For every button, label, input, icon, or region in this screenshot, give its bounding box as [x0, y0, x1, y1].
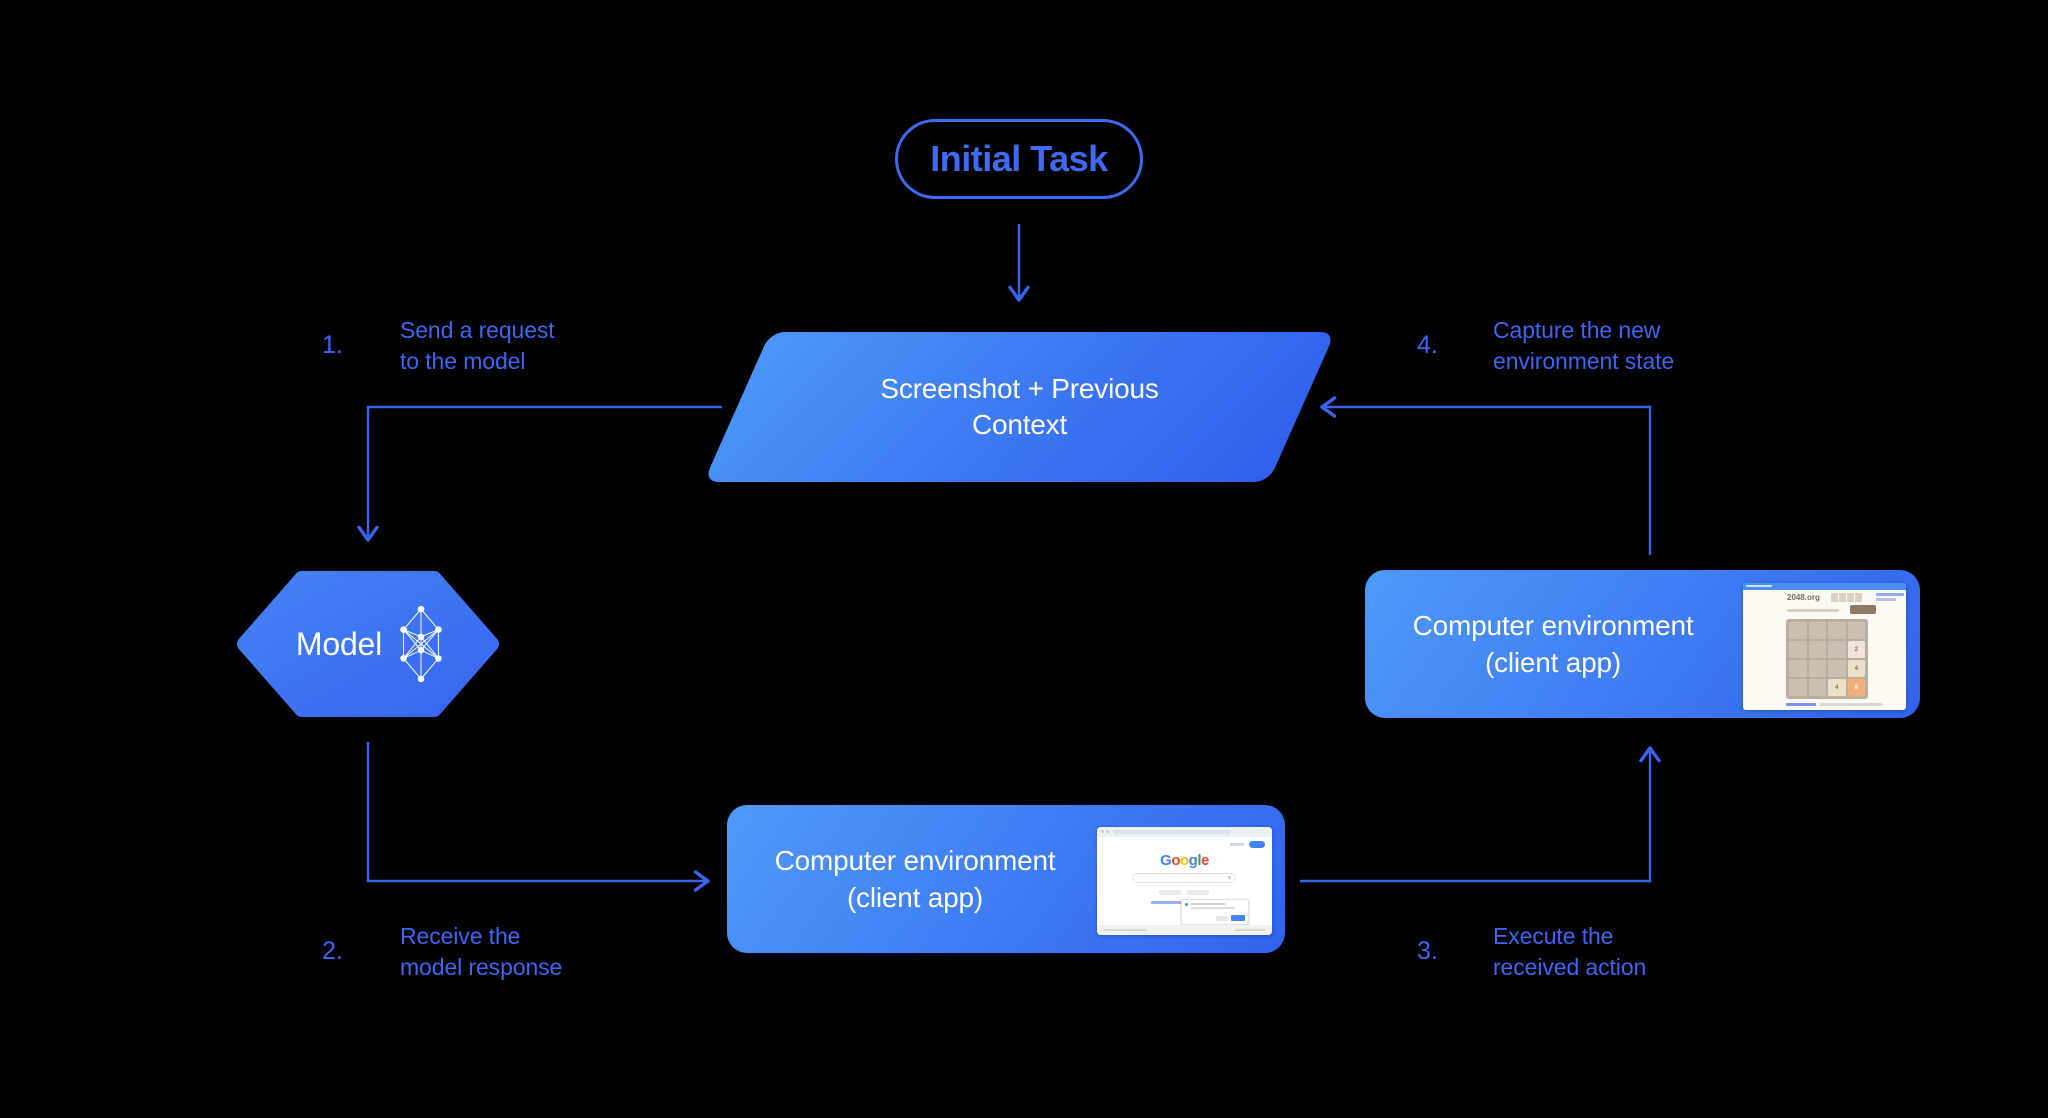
footer-links [1235, 929, 1265, 931]
google-screenshot-thumbnail: Google [1097, 827, 1272, 935]
header-link [1876, 598, 1896, 601]
step-1-number: 1. [322, 331, 343, 359]
lucky-button [1187, 890, 1209, 895]
dialog-primary-button [1231, 915, 1245, 921]
window-dot-icon [1101, 830, 1104, 833]
score-box [1847, 593, 1854, 602]
environment-label-line1: Computer environment [1412, 610, 1694, 641]
step-1-label: Send a request to the model [400, 315, 555, 377]
sign-in-dialog [1181, 899, 1249, 925]
dialog-text-line [1191, 903, 1225, 905]
search-button [1159, 890, 1181, 895]
environment-label-line1: Computer environment [774, 845, 1056, 876]
address-bar [1113, 830, 1231, 834]
logo-letter: G [1160, 852, 1172, 869]
grid-cell [1808, 660, 1826, 677]
window-title-bar [1743, 583, 1906, 590]
model-node-content: Model [250, 572, 490, 716]
grid-cell [1789, 660, 1807, 677]
step-4-line1: Capture the new [1493, 317, 1661, 343]
step-3-line2: received action [1493, 954, 1647, 980]
step-4-label: Capture the new environment state [1493, 315, 1674, 377]
grid-cell [1808, 622, 1826, 639]
step-3-label: Execute the received action [1493, 921, 1646, 983]
logo-letter: e [1201, 852, 1209, 869]
arrow-screenshot-to-model [357, 405, 722, 542]
environment-label-bottom: Computer environment (client app) [739, 805, 1091, 953]
sign-in-button [1249, 841, 1265, 848]
grid-cell [1808, 679, 1826, 696]
window-dot-icon [1106, 830, 1109, 833]
arrow-model-to-environment [366, 742, 710, 892]
how-to-play-link [1786, 703, 1816, 706]
tile-4: 4 [1847, 660, 1865, 677]
header-links [1230, 843, 1244, 846]
logo-letter: g [1188, 852, 1198, 869]
window-title [1746, 585, 1772, 587]
dialog-text-line [1191, 907, 1235, 909]
footer-bar [1097, 925, 1272, 935]
step-2-line1: Receive the [400, 923, 521, 949]
step-2-label: Receive the model response [400, 921, 562, 983]
header-link [1876, 593, 1904, 596]
environment-label-line2: (client app) [846, 882, 984, 913]
grid-cell [1847, 622, 1865, 639]
step-1-line1: Send a request [400, 317, 555, 343]
grid-cell [1789, 679, 1807, 696]
browser-chrome [1097, 827, 1272, 837]
step-2-number: 2. [322, 937, 343, 965]
screenshot-context-line2: Context [971, 409, 1068, 440]
grid-cell [1789, 622, 1807, 639]
mic-icon [1228, 876, 1231, 879]
environment-label-right: Computer environment (client app) [1377, 570, 1729, 718]
game-2048-screenshot-thumbnail: 2048.org 2 [1743, 583, 1906, 710]
search-bar [1132, 873, 1236, 883]
score-box [1831, 593, 1838, 602]
score-boxes [1831, 593, 1862, 602]
environment-label-line2: (client app) [1484, 647, 1622, 678]
tile-8: 8 [1847, 679, 1865, 696]
model-hexagon [237, 571, 499, 717]
neural-network-icon [400, 605, 442, 683]
arrow-environment-to-environment [1300, 746, 1661, 883]
step-1-line2: to the model [400, 348, 526, 374]
google-logo: Google [1097, 852, 1272, 869]
step-3-number: 3. [1417, 937, 1438, 965]
subtitle-text [1787, 609, 1839, 612]
computer-environment-node-bottom: Computer environment (client app) Google [727, 805, 1285, 953]
step-2-line2: model response [400, 954, 563, 980]
logo-letter: l [1197, 852, 1201, 869]
screenshot-context-line1: Screenshot + Previous [880, 373, 1159, 404]
step-3-line1: Execute the [1493, 923, 1614, 949]
step-4-line2: environment state [1493, 348, 1675, 374]
computer-environment-node-right: Computer environment (client app) 2048.o… [1365, 570, 1920, 718]
grid-cell [1789, 641, 1807, 658]
dialog-secondary-button [1216, 916, 1228, 921]
model-label: Model [295, 625, 383, 662]
arrow-environment-to-screenshot [1320, 396, 1652, 555]
footer-links [1104, 929, 1146, 931]
grid-cell [1808, 641, 1826, 658]
grid-cell [1828, 660, 1846, 677]
step-4-number: 4. [1417, 331, 1438, 359]
logo-letter: o [1171, 852, 1180, 869]
grid-cell [1828, 622, 1846, 639]
new-game-button [1850, 605, 1876, 614]
logo-letter: o [1179, 852, 1189, 869]
dialog-icon [1185, 903, 1188, 906]
initial-task-node: Initial Task [895, 119, 1143, 199]
score-box [1839, 593, 1846, 602]
grid-cell [1828, 641, 1846, 658]
screenshot-context-node: Screenshot + Previous Context [703, 332, 1336, 482]
score-box [1855, 593, 1862, 602]
initial-task-label: Initial Task [930, 138, 1108, 179]
game-grid: 2 4 4 8 [1786, 619, 1868, 699]
site-title: 2048.org [1787, 593, 1820, 602]
tile-4: 4 [1828, 679, 1846, 696]
footer-text [1820, 703, 1882, 706]
tile-2: 2 [1847, 641, 1865, 658]
